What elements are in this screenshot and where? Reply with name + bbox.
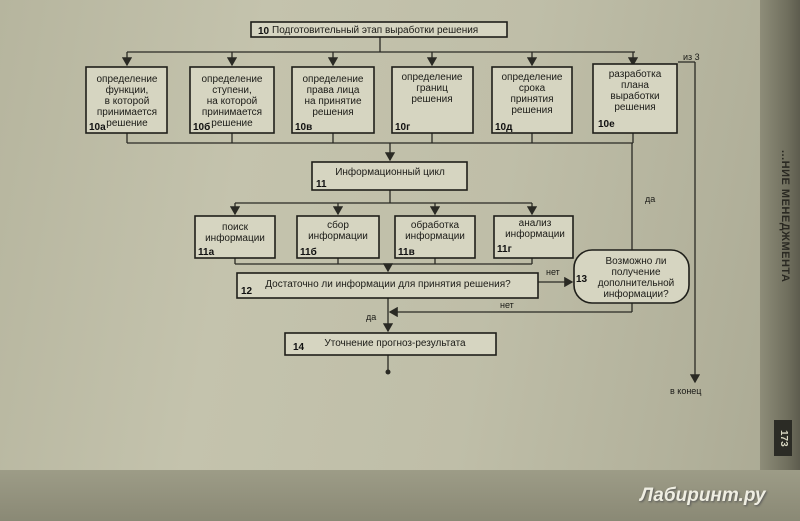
svg-text:Уточнение прогноз-результата: Уточнение прогноз-результата <box>324 338 466 349</box>
svg-text:10: 10 <box>258 26 270 37</box>
connectors <box>121 37 701 384</box>
watermark: Лабиринт.ру <box>640 485 766 506</box>
svg-text:решения: решения <box>511 105 552 116</box>
node-10b: определение ступени, на которой принимае… <box>189 66 275 134</box>
svg-text:обработка: обработка <box>411 219 460 231</box>
svg-text:в которой: в которой <box>105 96 150 107</box>
svg-text:получение: получение <box>611 267 660 278</box>
svg-text:10а: 10а <box>89 122 106 133</box>
svg-text:решения: решения <box>411 94 452 105</box>
svg-text:решение: решение <box>211 118 253 129</box>
svg-text:Достаточно ли информации для п: Достаточно ли информации для принятия ре… <box>265 278 511 290</box>
svg-text:выработки: выработки <box>610 90 659 102</box>
svg-text:принимается: принимается <box>202 107 262 118</box>
node-13: Возможно ли получение дополнительной инф… <box>573 249 690 304</box>
node-12: 12 Достаточно ли информации для принятия… <box>236 272 539 299</box>
svg-text:сбор: сбор <box>327 219 349 231</box>
svg-text:на принятие: на принятие <box>304 96 362 107</box>
svg-text:определение: определение <box>401 72 462 83</box>
svg-text:информации: информации <box>205 232 265 244</box>
svg-text:определение: определение <box>302 74 363 85</box>
svg-text:определение: определение <box>96 74 157 85</box>
svg-text:срока: срока <box>519 83 546 94</box>
label-yes-right: да <box>645 194 655 204</box>
svg-text:информации: информации <box>405 230 465 242</box>
node-11: Информационный цикл 11 <box>311 161 468 191</box>
label-from-3: из 3 <box>683 52 700 62</box>
svg-text:границ: границ <box>416 83 448 94</box>
svg-text:информации?: информации? <box>603 288 669 300</box>
svg-text:10в: 10в <box>295 122 312 133</box>
node-11g: анализ информации 11г <box>493 215 574 259</box>
node-11b: сбор информации 11б <box>296 215 380 259</box>
svg-text:решение: решение <box>106 118 148 129</box>
svg-text:принимается: принимается <box>97 107 157 118</box>
label-no-to-13: нет <box>546 267 560 277</box>
svg-text:анализ: анализ <box>519 218 552 229</box>
svg-text:информации: информации <box>308 230 368 242</box>
label-yes-down: да <box>366 312 376 322</box>
node-10d: определение срока принятия решения 10д <box>491 66 573 134</box>
svg-text:11г: 11г <box>497 244 512 255</box>
svg-text:10б: 10б <box>193 121 210 133</box>
svg-text:функции,: функции, <box>106 84 149 96</box>
svg-text:10г: 10г <box>395 122 410 133</box>
svg-text:решения: решения <box>614 102 655 113</box>
node-11v: обработка информации 11в <box>394 215 476 259</box>
svg-text:10е: 10е <box>598 119 615 130</box>
node-10a: определение функции, в которой принимает… <box>85 66 168 134</box>
svg-text:права лица: права лица <box>307 85 360 96</box>
svg-text:поиск: поиск <box>222 222 249 233</box>
svg-text:14: 14 <box>293 342 305 353</box>
svg-text:11: 11 <box>316 179 327 190</box>
svg-text:дополнительной: дополнительной <box>598 278 675 289</box>
svg-text:решения: решения <box>312 107 353 118</box>
node-10e: разработка плана выработки решения 10е <box>592 63 678 134</box>
svg-text:плана: плана <box>621 80 649 91</box>
node-10: 10 Подготовительный этап выработки решен… <box>250 21 508 38</box>
svg-text:13: 13 <box>576 274 588 285</box>
svg-text:принятия: принятия <box>510 94 553 105</box>
svg-text:определение: определение <box>201 74 262 85</box>
label-to-end: в конец <box>670 386 701 396</box>
svg-text:определение: определение <box>501 72 562 83</box>
svg-text:11в: 11в <box>398 247 415 258</box>
svg-text:Информационный цикл: Информационный цикл <box>335 166 445 178</box>
page-number: 173 <box>774 420 792 456</box>
svg-text:ступени,: ступени, <box>212 85 252 96</box>
node-14: 14 Уточнение прогноз-результата <box>284 332 497 356</box>
page-gutter <box>760 0 800 470</box>
node-11a: поиск информации 11а <box>194 215 276 259</box>
svg-text:10д: 10д <box>495 122 513 133</box>
svg-text:информации: информации <box>505 228 565 240</box>
svg-text:Возможно ли: Возможно ли <box>605 256 666 267</box>
svg-text:12: 12 <box>241 286 253 297</box>
svg-text:разработка: разработка <box>609 68 662 80</box>
label-no-from-13: нет <box>500 300 514 310</box>
node-10v: определение права лица на принятие решен… <box>291 66 375 134</box>
svg-text:Подготовительный этап выработк: Подготовительный этап выработки решения <box>272 24 478 36</box>
svg-text:на которой: на которой <box>207 96 257 107</box>
running-header: ...НИЕ МЕНЕДЖМЕНТА <box>779 150 791 283</box>
page-bottom-shadow <box>0 470 800 521</box>
node-10g: определение границ решения 10г <box>391 66 474 134</box>
svg-text:11а: 11а <box>198 247 215 258</box>
svg-text:11б: 11б <box>300 246 317 258</box>
